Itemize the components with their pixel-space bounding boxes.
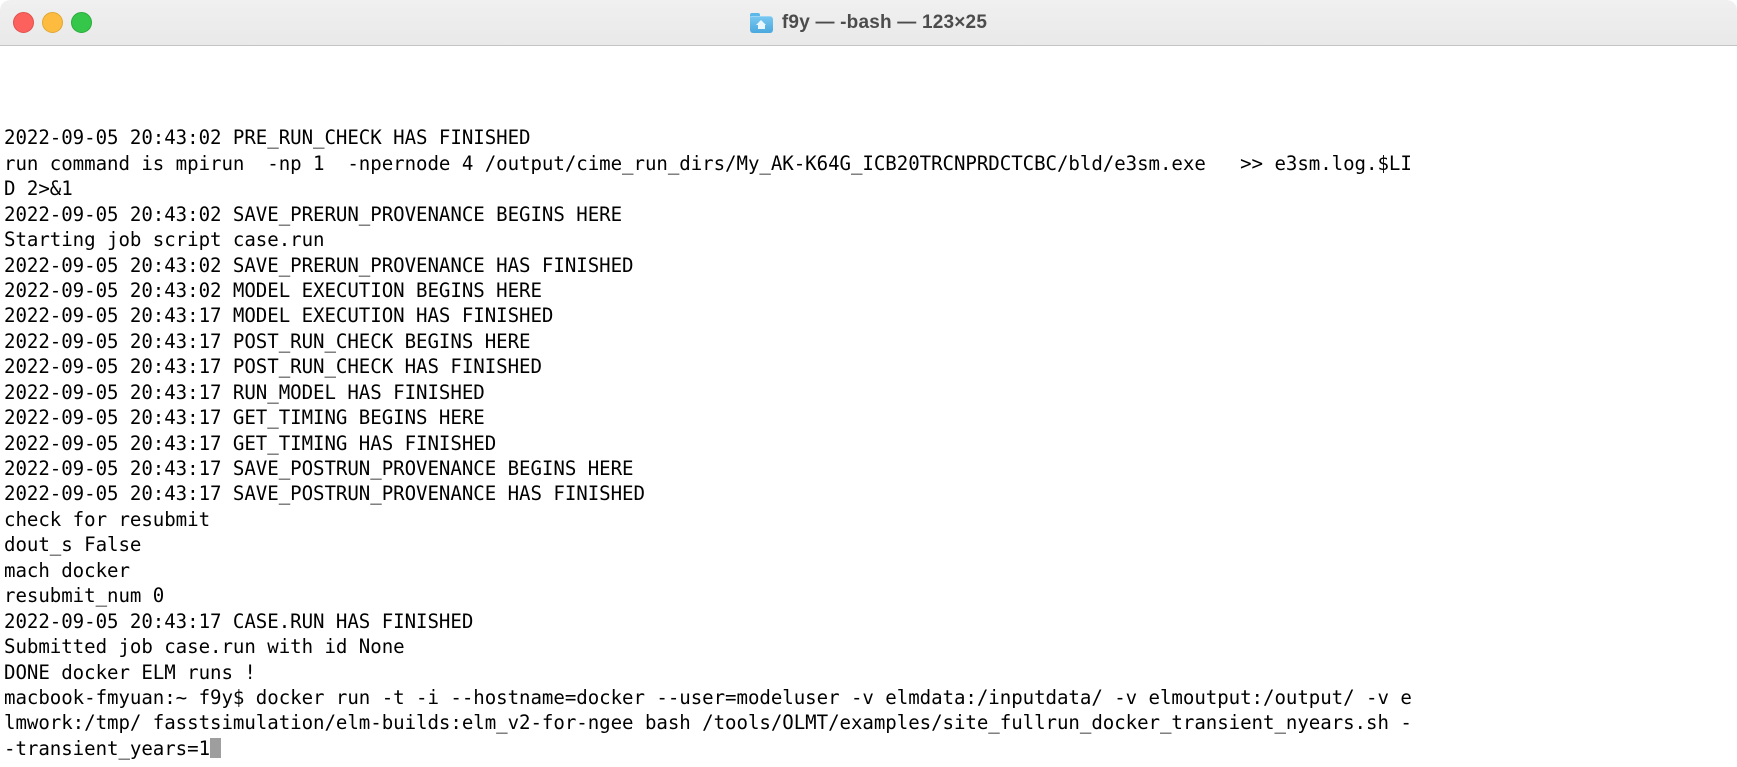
terminal-line: Submitted job case.run with id None <box>4 635 405 659</box>
window-title: f9y — -bash — 123×25 <box>781 11 988 33</box>
minimize-button[interactable] <box>42 12 63 33</box>
terminal-line: dout_s False <box>4 533 142 557</box>
terminal-line: 2022-09-05 20:43:17 POST_RUN_CHECK BEGIN… <box>4 329 531 353</box>
terminal-line: check for resubmit <box>4 507 211 531</box>
terminal-line: 2022-09-05 20:43:17 RUN_MODEL HAS FINISH… <box>4 380 485 404</box>
close-button[interactable] <box>13 12 34 33</box>
maximize-button[interactable] <box>71 12 92 33</box>
text-cursor <box>210 737 222 758</box>
terminal-line: D 2>&1 <box>4 177 73 201</box>
terminal-output-area[interactable]: 2022-09-05 20:43:02 PRE_RUN_CHECK HAS FI… <box>0 46 1737 767</box>
terminal-line: DONE docker ELM runs ! <box>4 660 256 684</box>
terminal-line: 2022-09-05 20:43:17 GET_TIMING BEGINS HE… <box>4 406 485 430</box>
window-titlebar[interactable]: f9y — -bash — 123×25 <box>0 0 1737 46</box>
terminal-line: run command is mpirun -np 1 -npernode 4 … <box>4 151 1412 175</box>
terminal-line: 2022-09-05 20:43:02 SAVE_PRERUN_PROVENAN… <box>4 253 634 277</box>
terminal-line: 2022-09-05 20:43:02 PRE_RUN_CHECK HAS FI… <box>4 126 531 150</box>
terminal-line: 2022-09-05 20:43:17 GET_TIMING HAS FINIS… <box>4 431 497 455</box>
terminal-line: 2022-09-05 20:43:17 SAVE_POSTRUN_PROVENA… <box>4 482 645 506</box>
home-folder-icon <box>749 12 773 33</box>
terminal-line: 2022-09-05 20:43:02 MODEL EXECUTION BEGI… <box>4 278 542 302</box>
terminal-line: mach docker <box>4 558 130 582</box>
titlebar-title-group: f9y — -bash — 123×25 <box>0 0 1737 45</box>
terminal-line: macbook-fmyuan:~ f9y$ docker run -t -i -… <box>4 685 1412 709</box>
terminal-line: resubmit_num 0 <box>4 584 165 608</box>
terminal-line: 2022-09-05 20:43:17 POST_RUN_CHECK HAS F… <box>4 355 542 379</box>
terminal-line: lmwork:/tmp/ fasstsimulation/elm-builds:… <box>4 711 1412 735</box>
terminal-line: -transient_years=1 <box>4 736 1737 761</box>
terminal-line: 2022-09-05 20:43:17 MODEL EXECUTION HAS … <box>4 304 554 328</box>
terminal-line: 2022-09-05 20:43:17 CASE.RUN HAS FINISHE… <box>4 609 474 633</box>
terminal-line: 2022-09-05 20:43:17 SAVE_POSTRUN_PROVENA… <box>4 457 634 481</box>
terminal-line: Starting job script case.run <box>4 228 325 252</box>
terminal-line: 2022-09-05 20:43:02 SAVE_PRERUN_PROVENAN… <box>4 202 623 226</box>
traffic-light-group <box>0 12 92 33</box>
